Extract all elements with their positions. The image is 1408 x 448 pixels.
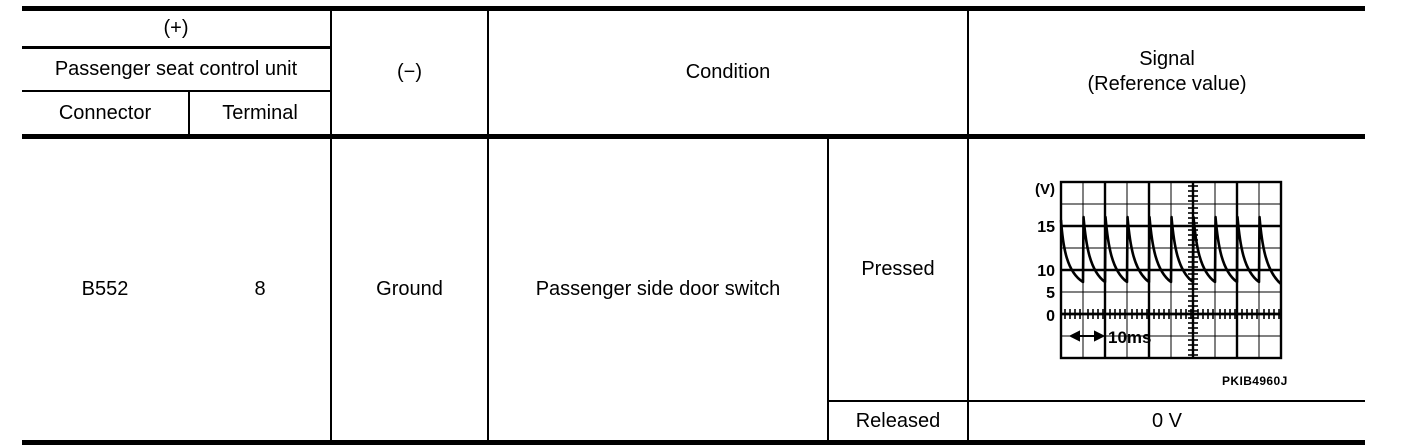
cell-state-released: Released — [855, 409, 941, 432]
oscilloscope-waveform: (V) 15 10 5 0 10ms — [1013, 172, 1303, 367]
col-divider-condition-state — [827, 137, 829, 442]
cell-released-value: 0 V — [1151, 409, 1183, 432]
cell-state-pressed: Pressed — [861, 258, 935, 280]
header-unit: Passenger seat control unit — [54, 58, 298, 80]
header-signal-line1: Signal — [1139, 48, 1195, 70]
waveform-ytick-15: 15 — [1037, 219, 1055, 236]
header-rule-unit — [22, 90, 330, 92]
header-condition: Condition — [685, 60, 771, 83]
col-divider-plus-minus — [330, 8, 332, 442]
header-plus-group: (+) — [163, 16, 189, 39]
table-top-border — [22, 6, 1365, 11]
waveform-trace — [1059, 215, 1282, 285]
header-minus: (−) — [397, 60, 422, 83]
time-marker — [1068, 330, 1106, 342]
table-bottom-border — [22, 440, 1365, 445]
header-terminal: Terminal — [222, 101, 298, 124]
cell-condition-value: Passenger side door switch — [535, 278, 781, 300]
waveform-ytick-0: 0 — [1046, 308, 1055, 325]
time-marker-label: 10ms — [1108, 328, 1151, 347]
col-divider-state-signal — [967, 8, 969, 442]
header-bottom-border — [22, 134, 1365, 139]
figure-code: PKIB4960J — [1222, 374, 1288, 388]
waveform-unit-label: (V) — [1035, 181, 1055, 198]
header-signal: Signal (Reference value) — [969, 10, 1365, 134]
header-signal-line2: (Reference value) — [1087, 73, 1247, 95]
col-divider-minus-condition — [487, 8, 489, 442]
cell-terminal-value: 8 — [254, 278, 266, 300]
header-rule-plus — [22, 46, 330, 49]
col-divider-connector-terminal — [188, 90, 190, 136]
header-connector: Connector — [58, 101, 152, 124]
waveform-svg: (V) 15 10 5 0 10ms — [1035, 180, 1283, 360]
state-divider-rule — [827, 400, 1365, 402]
waveform-ytick-10: 10 — [1037, 263, 1055, 280]
waveform-ytick-5: 5 — [1046, 285, 1055, 302]
cell-ground-value: Ground — [376, 278, 443, 300]
cell-connector-value: B552 — [81, 278, 129, 300]
